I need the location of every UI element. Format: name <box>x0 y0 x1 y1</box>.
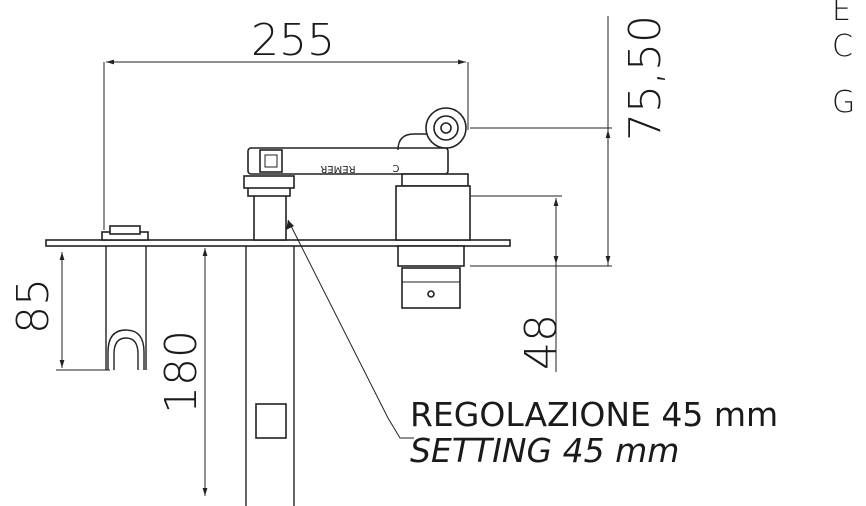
callout-text-en: SETTING 45 mm <box>410 431 679 470</box>
outlet-nut <box>109 225 141 235</box>
body-window <box>255 403 287 439</box>
cartridge-screw <box>427 290 435 298</box>
arm-joint-inner <box>264 154 278 168</box>
leader-line <box>287 219 414 439</box>
base-plate <box>45 239 511 247</box>
dimension-48: 48 <box>466 195 567 372</box>
hook-inner <box>113 337 139 370</box>
corner-text: E C G <box>832 0 855 120</box>
callout-text-it: REGOLAZIONE 45 mm <box>410 395 778 434</box>
corner-letter-2: C <box>832 29 853 64</box>
swing-arm: REMER C <box>247 147 449 175</box>
dimension-label-180: 180 <box>156 330 207 414</box>
arm-joint <box>259 149 283 173</box>
brand-name: REMER <box>320 163 355 174</box>
recessed-body <box>245 246 295 506</box>
dimension-label-75-50: 75,50 <box>620 15 671 141</box>
leader-arrow <box>286 220 294 230</box>
dimension-label-255: 255 <box>251 15 335 66</box>
corner-letter-3: G <box>832 85 855 120</box>
brand-logo: C <box>392 162 399 173</box>
dimension-255: 255 <box>103 15 469 230</box>
cartridge-body <box>395 185 471 241</box>
head-ring-top <box>401 173 469 187</box>
dimension-label-85: 85 <box>8 278 59 334</box>
setting-callout: REGOLAZIONE 45 mm SETTING 45 mm <box>286 219 778 470</box>
dimension-180: 180 <box>156 248 208 496</box>
head-lever <box>397 133 440 151</box>
knob-center <box>440 122 452 134</box>
corner-letter-1: E <box>832 0 851 28</box>
column-tube <box>253 193 287 241</box>
left-outlet <box>101 225 149 370</box>
control-head <box>395 107 471 309</box>
spout-column <box>243 175 295 241</box>
dimension-label-48: 48 <box>516 314 567 370</box>
column-cap <box>243 175 295 189</box>
dimension-85: 85 <box>8 252 110 371</box>
cartridge-lower <box>397 245 465 267</box>
dimension-75-50: 75,50 <box>470 15 671 267</box>
arm-body <box>247 147 449 175</box>
cartridge-base <box>401 267 461 309</box>
hook-outer <box>107 329 145 370</box>
